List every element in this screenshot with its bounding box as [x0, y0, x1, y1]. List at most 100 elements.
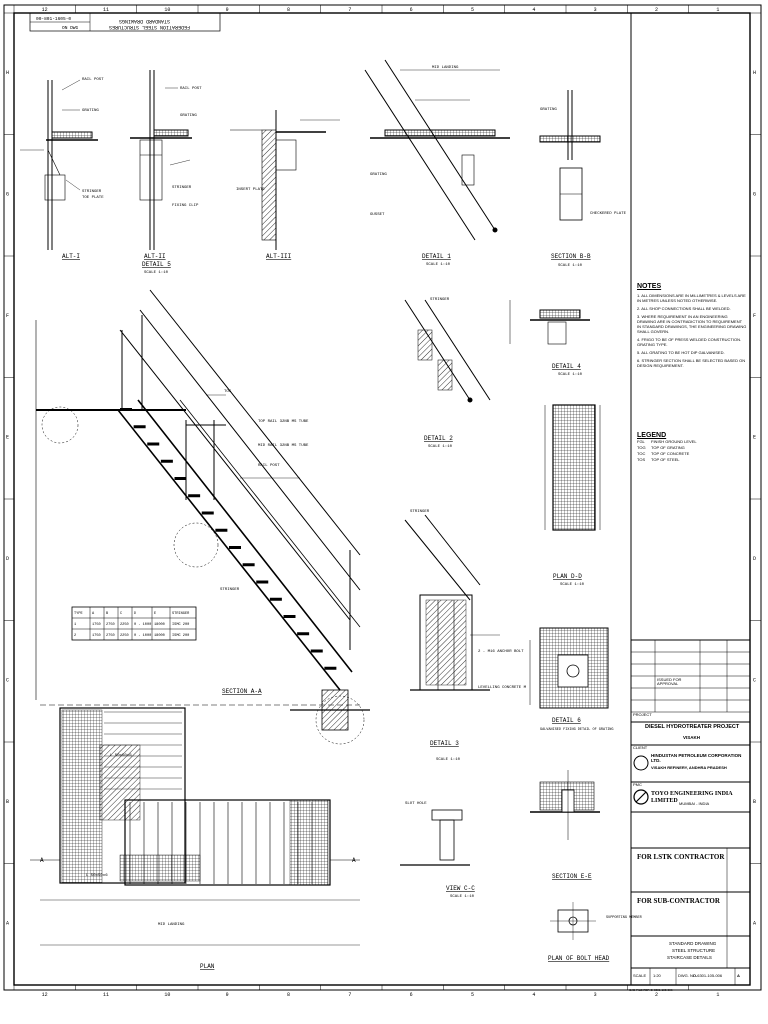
contractor-heading: FOR LSTK CONTRACTOR: [637, 853, 725, 861]
section-aa-mid-rail-label: MID RAIL 32NB MS TUBE: [258, 444, 309, 448]
frame-col-number: 12: [42, 992, 48, 998]
frame-col-number: 12: [42, 7, 48, 13]
frame-col-number: 5: [471, 992, 474, 998]
plan-title: PLAN: [200, 963, 215, 970]
frame-row-letter: C: [6, 677, 9, 683]
detail4-scale: SCALE 1:10: [558, 373, 583, 377]
stair-tread: [256, 580, 269, 584]
detail2-title: DETAIL 2: [424, 435, 453, 442]
frame-col-number: 10: [164, 992, 170, 998]
top-left-stamp: STANDARD DRAWINGS FEDERATION STEEL STRUC…: [29, 12, 221, 32]
alt-3-detail: [230, 110, 340, 250]
notes-title: NOTES: [637, 283, 662, 290]
subcontractor-heading: FOR SUB-CONTRACTOR: [637, 897, 720, 905]
scale-label: SCALE: [633, 973, 647, 978]
drawing-title-3: STAIRCASE DETAILS: [667, 955, 712, 960]
detail2-stringer-label: STRINGER: [430, 298, 450, 302]
section-bb-checkered-label: CHECKERED PLATE: [590, 212, 627, 216]
stair-tread: [269, 597, 282, 601]
dwg-no-label: DWG. NO.: [678, 973, 698, 978]
client-sub: VISAKH REFINERY, ANDHRA PRADESH: [651, 765, 727, 770]
stair-table-cell: 2: [74, 634, 76, 638]
section-marker-a-right: A: [352, 857, 356, 864]
frame-row-letter: D: [753, 556, 756, 562]
plan-treads: [104, 711, 313, 884]
detail6-note: GALVANISED FIXING DETAIL OF GRATING: [540, 728, 614, 732]
stair-table-cell: 2750: [106, 623, 115, 627]
revision: A: [737, 973, 740, 978]
plan-of-bolt-head: [550, 902, 596, 940]
frame-col-number: 4: [532, 7, 535, 13]
frame-col-number: 8: [287, 992, 290, 998]
section-aa-stringer-label: STRINGER: [220, 588, 240, 592]
title-block-grid: [631, 639, 750, 985]
stair-table-cell: ISMC 200: [172, 634, 189, 638]
stair-tread: [201, 511, 214, 515]
frame-col-number: 11: [103, 7, 109, 13]
frame-col-number: 6: [410, 7, 413, 13]
stair-table-cell: 18000: [154, 623, 165, 627]
stair-tread: [324, 666, 337, 670]
outer-border: [3, 4, 762, 991]
section-aa-title: SECTION A-A: [222, 688, 262, 695]
frame-col-number: 1: [716, 7, 719, 13]
stair-tread: [229, 546, 241, 549]
alt-1-detail: [20, 79, 98, 250]
frame-row-letter: G: [6, 191, 9, 197]
stair-tread: [174, 477, 187, 480]
stair-table-cell: 1: [74, 623, 76, 627]
view-c-c: [400, 809, 470, 866]
detail3-levelling-label: LEVELLING CONCRETE M: [478, 686, 527, 690]
plan-d-d: [544, 404, 601, 531]
dwg-no: D-6301-105-006: [693, 973, 723, 978]
detail4-title: DETAIL 4: [552, 363, 581, 370]
stair-treads: [120, 408, 337, 670]
detail-3: [404, 514, 500, 691]
frame-row-letter: H: [753, 70, 756, 76]
pmc-label: PMC: [633, 782, 642, 787]
detail1-title: DETAIL 1: [422, 253, 451, 260]
section-marker-a-left: A: [40, 857, 44, 864]
detail3-stringer-label: STRINGER: [410, 510, 430, 514]
frame-col-number: 2: [655, 992, 658, 998]
client-label: CLIENT: [633, 745, 648, 750]
frame-row-letter: F: [753, 313, 756, 319]
plan-l-section-label-2: L 50x50x6: [86, 874, 108, 878]
section-a-a-staircase: [35, 289, 370, 745]
section-bb-scale: SCALE 1:10: [558, 264, 583, 268]
detail1-gusset-label: GUSSET: [370, 213, 385, 217]
title-block: ISSUED FOR APPROVAL PROJECT DIESEL HYDRO…: [629, 640, 749, 991]
stair-table-header: STRINGER: [172, 612, 190, 616]
stair-tread: [188, 494, 201, 498]
legend-code: FGL: [637, 439, 645, 444]
stamp-line1: STANDARD DRAWINGS: [119, 18, 170, 24]
drawing-title-2: STEEL STRUCTURE: [672, 948, 716, 953]
stair-tread: [133, 425, 146, 429]
project-sub: VISAKH: [683, 735, 701, 740]
stair-table-cell: 1750: [92, 623, 101, 627]
alt2-rail-post-label: RAIL POST: [180, 87, 202, 91]
alt2-title: ALT-II: [144, 253, 166, 260]
alt1-toe-plate-label: TOE PLATE: [82, 196, 104, 200]
section-e-e: [530, 770, 600, 840]
stair-table-cell: 1750: [92, 634, 101, 638]
section-aa-tos-label: TOS: [224, 390, 232, 394]
stair-table-header: D: [134, 612, 136, 616]
frame-row-letter: C: [753, 677, 756, 683]
stair-tread: [297, 632, 310, 636]
note-4: 4. FRIGO TO BE OF PRESS WELDED CONSTRUCT…: [637, 337, 742, 347]
alt1-grating-label: GRATING: [82, 109, 99, 113]
general-notes: NOTES 1. ALL DIMENSIONS ARE IN MILLIMETR…: [637, 283, 747, 368]
section-aa-rail-post-label: RAIL POST: [258, 464, 280, 468]
detail1-landing-label: MID LANDING: [432, 66, 459, 70]
supporting-member-label: SUPPORTING MEMBER: [606, 916, 643, 920]
detail3-title: DETAIL 3: [430, 740, 459, 747]
alt1-stringer-label: STRINGER: [82, 190, 102, 194]
legend-code: TOS: [637, 457, 646, 462]
frame-row-letter: E: [753, 434, 756, 440]
frame-col-number: 2: [655, 7, 658, 13]
stair-tread: [147, 442, 160, 446]
client-name: HINDUSTAN PETROLEUM CORPORATION LTD.: [651, 753, 742, 763]
frame-col-number: 5: [471, 7, 474, 13]
